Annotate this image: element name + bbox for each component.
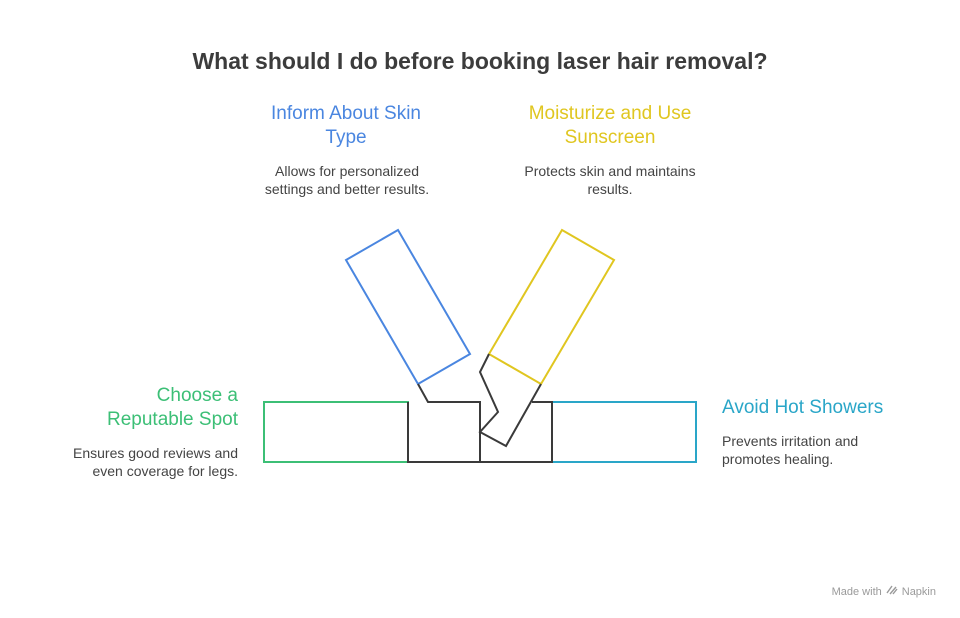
footer-brand: Napkin <box>901 585 936 598</box>
item-heading-skin-type: Inform About Skin Type <box>271 103 421 148</box>
item-heading-moisturize: Moisturize and Use Sunscreen <box>528 103 692 148</box>
item-description-skin-type: Allows for personalized settings and bet… <box>264 163 430 197</box>
footer-made-with: Made with <box>831 585 882 598</box>
item-heading-hot-showers: Avoid Hot Showers <box>722 397 884 418</box>
napkin-logo-icon <box>886 585 898 598</box>
item-heading-reputable-spot: Choose a Reputable Spot <box>107 385 238 430</box>
footer-attribution: Made with Napkin <box>832 585 936 598</box>
item-description-moisturize: Protects skin and maintains results. <box>524 163 696 197</box>
teal-bar <box>551 401 697 463</box>
center-fold <box>478 353 542 448</box>
green-bar <box>263 401 409 463</box>
yellow-bar <box>487 228 616 386</box>
blue-bar <box>344 228 472 386</box>
item-description-hot-showers: Prevents irritation and promotes healing… <box>722 433 859 467</box>
page-title: What should I do before booking laser ha… <box>192 48 768 74</box>
center-connector-right <box>480 401 553 463</box>
center-connector-left <box>407 383 481 463</box>
item-description-reputable-spot: Ensures good reviews and even coverage f… <box>73 445 238 479</box>
